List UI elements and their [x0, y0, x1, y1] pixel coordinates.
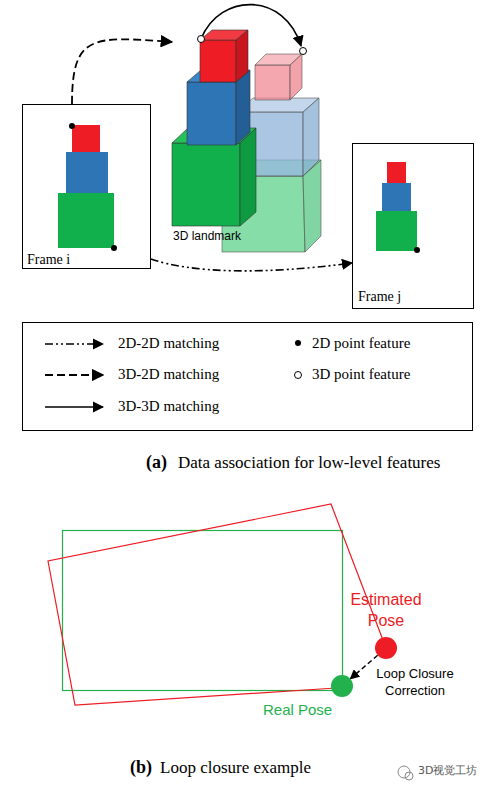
node-label: Frame i — [27, 251, 70, 269]
block-stack — [376, 162, 420, 253]
caption: Data association for low-level features — [178, 452, 440, 474]
legend-text: 2D-2D matching — [118, 334, 219, 354]
matching-connector — [72, 39, 172, 104]
caption: Loop closure example — [160, 757, 311, 779]
panel-letter: (a) — [146, 451, 167, 474]
landmark-cubes — [172, 30, 256, 226]
legend-text: 2D point feature — [312, 334, 410, 354]
watermark: 3D视觉工坊 — [418, 764, 477, 778]
matching-connector — [151, 259, 352, 271]
node-label: Frame j — [358, 288, 401, 306]
node-label: 3D landmark — [173, 229, 241, 245]
frame-box: Frame i — [22, 104, 151, 269]
legend-box — [23, 323, 473, 431]
frame-box: Frame j — [352, 143, 474, 309]
legend-text: 3D point feature — [312, 365, 410, 385]
landmark-region: 3D landmark — [172, 12, 334, 257]
panel-letter: (b) — [130, 756, 152, 779]
pose-circle: Estimated Pose — [375, 637, 397, 659]
block-stack — [58, 123, 117, 251]
legend-text: 3D-2D matching — [118, 365, 219, 385]
legend-text: 3D-3D matching — [118, 397, 219, 417]
matching-connector — [350, 655, 377, 679]
pose-circle: Real Pose — [331, 675, 353, 697]
3d-3d-match — [198, 5, 307, 55]
correction-label: Loop Closure Correction — [370, 666, 460, 700]
node-label: Real Pose — [263, 700, 332, 720]
watermark-icon — [398, 766, 413, 780]
node-label: Estimated Pose — [348, 590, 424, 632]
trajectory — [48, 504, 386, 705]
